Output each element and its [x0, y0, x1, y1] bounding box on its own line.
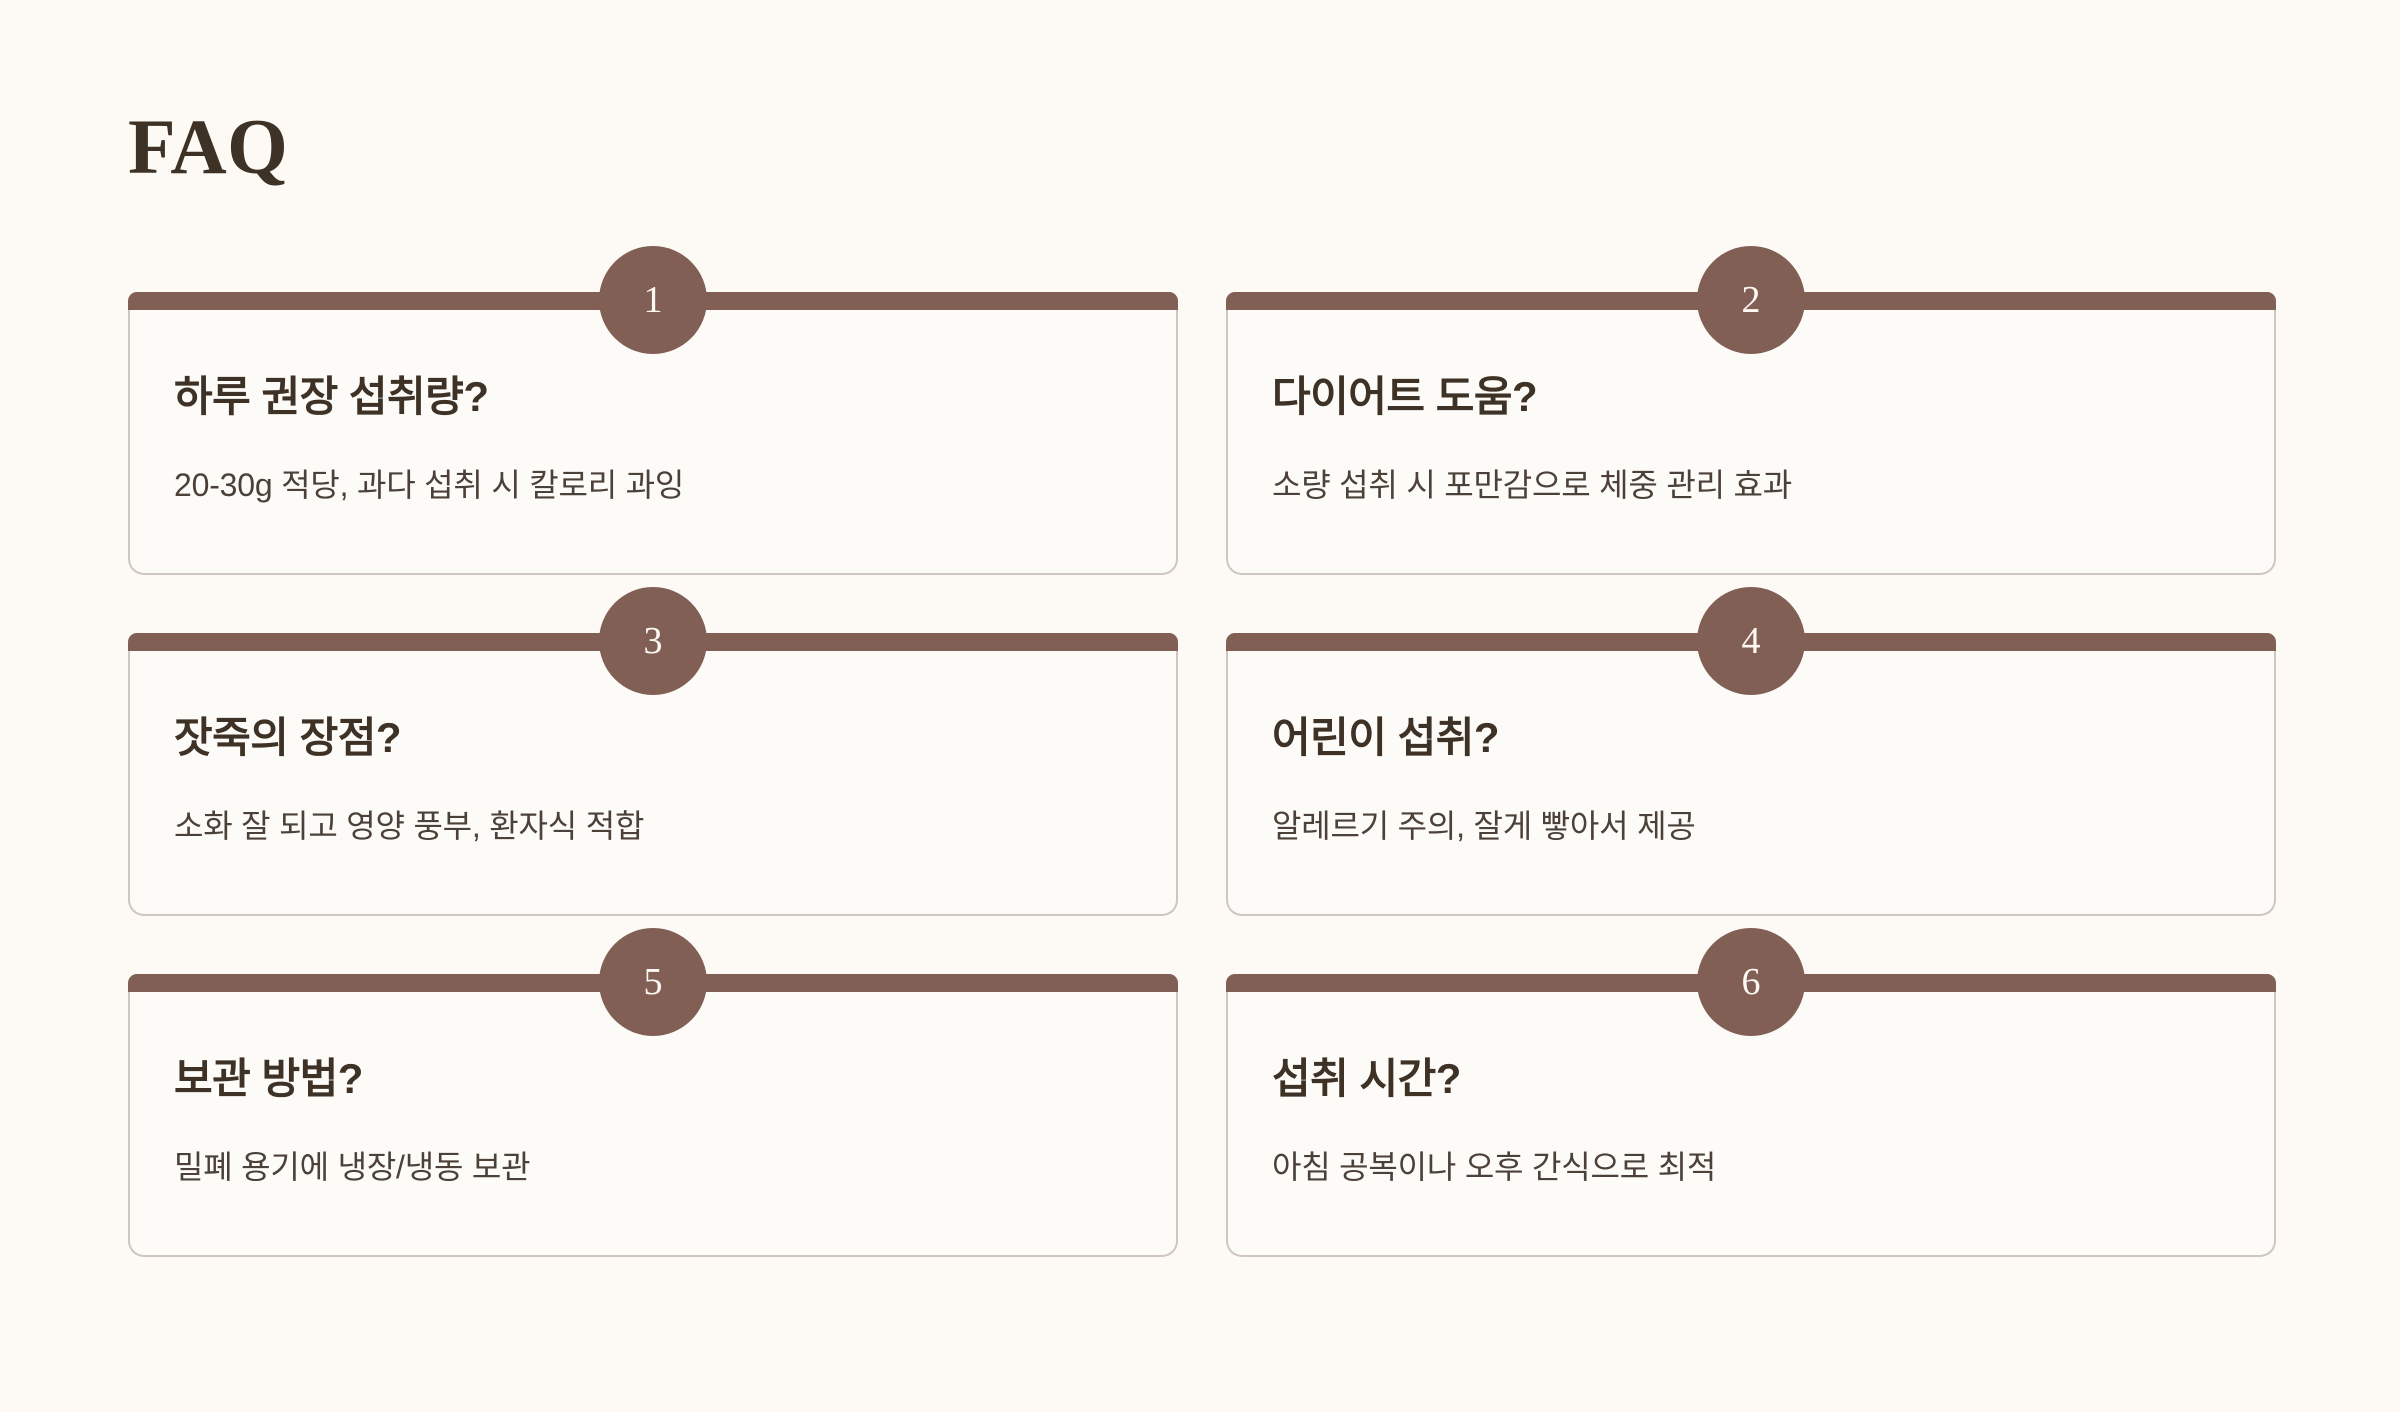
faq-question: 잣죽의 장점?	[174, 714, 402, 761]
faq-question: 다이어트 도움?	[1272, 373, 1538, 420]
page-title: FAQ	[128, 103, 289, 190]
faq-card[interactable]: 2 다이어트 도움? 소량 섭취 시 포만감으로 체중 관리 효과	[1226, 246, 2276, 575]
faq-number-badge: 5	[599, 928, 707, 1036]
faq-answer: 아침 공복이나 오후 간식으로 최적	[1272, 1149, 1717, 1186]
faq-question: 보관 방법?	[174, 1055, 363, 1102]
faq-card[interactable]: 6 섭취 시간? 아침 공복이나 오후 간식으로 최적	[1226, 928, 2276, 1257]
faq-number-badge: 2	[1697, 246, 1805, 354]
faq-question: 어린이 섭취?	[1272, 714, 1500, 761]
faq-card[interactable]: 4 어린이 섭취? 알레르기 주의, 잘게 빻아서 제공	[1226, 587, 2276, 916]
faq-answer: 소화 잘 되고 영양 풍부, 환자식 적합	[174, 808, 645, 845]
faq-number-badge: 3	[599, 587, 707, 695]
faq-question: 섭취 시간?	[1272, 1055, 1461, 1102]
faq-card[interactable]: 3 잣죽의 장점? 소화 잘 되고 영양 풍부, 환자식 적합	[128, 587, 1178, 916]
faq-answer: 소량 섭취 시 포만감으로 체중 관리 효과	[1272, 467, 1792, 504]
faq-number-badge: 6	[1697, 928, 1805, 1036]
faq-card-grid: 1 하루 권장 섭취량? 20-30g 적당, 과다 섭취 시 칼로리 과잉 2…	[128, 246, 2276, 1257]
faq-number-badge: 1	[599, 246, 707, 354]
faq-number-badge: 4	[1697, 587, 1805, 695]
faq-answer: 밀폐 용기에 냉장/냉동 보관	[174, 1149, 531, 1186]
faq-answer: 알레르기 주의, 잘게 빻아서 제공	[1272, 808, 1696, 845]
faq-question: 하루 권장 섭취량?	[174, 373, 489, 420]
faq-card[interactable]: 1 하루 권장 섭취량? 20-30g 적당, 과다 섭취 시 칼로리 과잉	[128, 246, 1178, 575]
faq-answer: 20-30g 적당, 과다 섭취 시 칼로리 과잉	[174, 467, 685, 504]
faq-card[interactable]: 5 보관 방법? 밀폐 용기에 냉장/냉동 보관	[128, 928, 1178, 1257]
